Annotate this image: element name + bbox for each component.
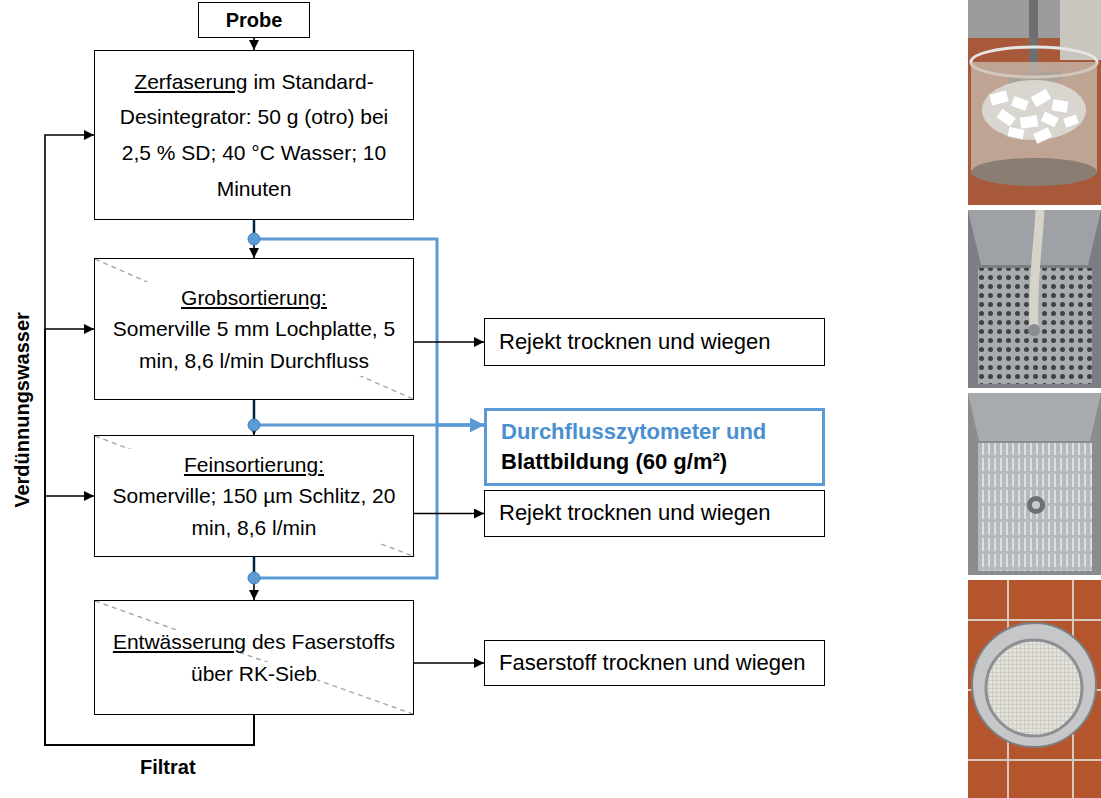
step-heading: Feinsortierung:	[107, 449, 401, 481]
process-box: Grobsortierung:Somerville 5 mm Lochplatt…	[94, 258, 414, 400]
analysis-text: Blattbildung (60 g/m²)	[501, 447, 808, 477]
process-box: Zerfaserungim Standard-Desintegrator: 50…	[94, 50, 414, 220]
flow-arrow	[414, 513, 484, 515]
diagonal-line	[95, 601, 413, 714]
loop-label: Filtrat	[140, 756, 196, 779]
text-block: Feinsortierung:Somerville; 150 µm Schlit…	[107, 449, 401, 544]
sieve-photo	[968, 580, 1101, 798]
process-box: Entwässerungdes Faserstoffs über RK-Sieb	[94, 600, 414, 715]
step-heading: Entwässerung	[113, 630, 246, 653]
diagonal-hatch	[95, 601, 413, 714]
fine-screen-photo	[968, 393, 1101, 575]
text-block: Faserstoff trocknen und wiegen	[499, 649, 810, 678]
analysis-box: Durchflusszytometer undBlattbildung (60 …	[484, 408, 825, 486]
text-block: Grobsortierung:Somerville 5 mm Lochplatt…	[107, 282, 401, 377]
start-label: Probe	[226, 9, 283, 31]
text-block: Entwässerungdes Faserstoffs über RK-Sieb	[107, 626, 401, 689]
text-block: Rejekt trocknen und wiegen	[499, 328, 810, 357]
process-box: Feinsortierung:Somerville; 150 µm Schlit…	[94, 435, 414, 557]
flow-arrow	[253, 38, 255, 50]
text-block: Rejekt trocknen und wiegen	[499, 499, 810, 528]
output-box: Rejekt trocknen und wiegen	[484, 490, 825, 537]
text-block: Zerfaserungim Standard-Desintegrator: 50…	[107, 64, 401, 207]
step-heading: Zerfaserung	[134, 70, 247, 93]
output-text: Faserstoff trocknen und wiegen	[499, 650, 806, 675]
sample-point	[248, 233, 260, 245]
text-block: Probe	[205, 9, 303, 32]
loop-label: Verdünnungswasser	[11, 312, 34, 508]
output-text: Rejekt trocknen und wiegen	[499, 329, 771, 354]
diagonal-line	[95, 259, 413, 399]
flow-arrow	[414, 341, 484, 343]
output-box: Rejekt trocknen und wiegen	[484, 318, 825, 366]
analysis-heading: Durchflusszytometer und	[501, 417, 808, 447]
text-block: Durchflusszytometer undBlattbildung (60 …	[501, 417, 808, 476]
diagonal-line	[95, 436, 413, 556]
sample-point	[248, 572, 260, 584]
step-text: Somerville 5 mm Lochplatte, 5 min, 8,6 l…	[107, 313, 401, 376]
step-heading: Grobsortierung:	[107, 282, 401, 314]
output-text: Rejekt trocknen und wiegen	[499, 500, 771, 525]
coarse-screen-photo	[968, 210, 1101, 388]
sample-point	[248, 419, 260, 431]
sample-arrow	[254, 400, 484, 425]
start-box: Probe	[198, 2, 310, 38]
step-text: Somerville; 150 µm Schlitz, 20 min, 8,6 …	[107, 480, 401, 543]
flow-arrow	[414, 662, 484, 664]
disintegrator-photo	[968, 0, 1101, 205]
output-box: Faserstoff trocknen und wiegen	[484, 640, 825, 686]
